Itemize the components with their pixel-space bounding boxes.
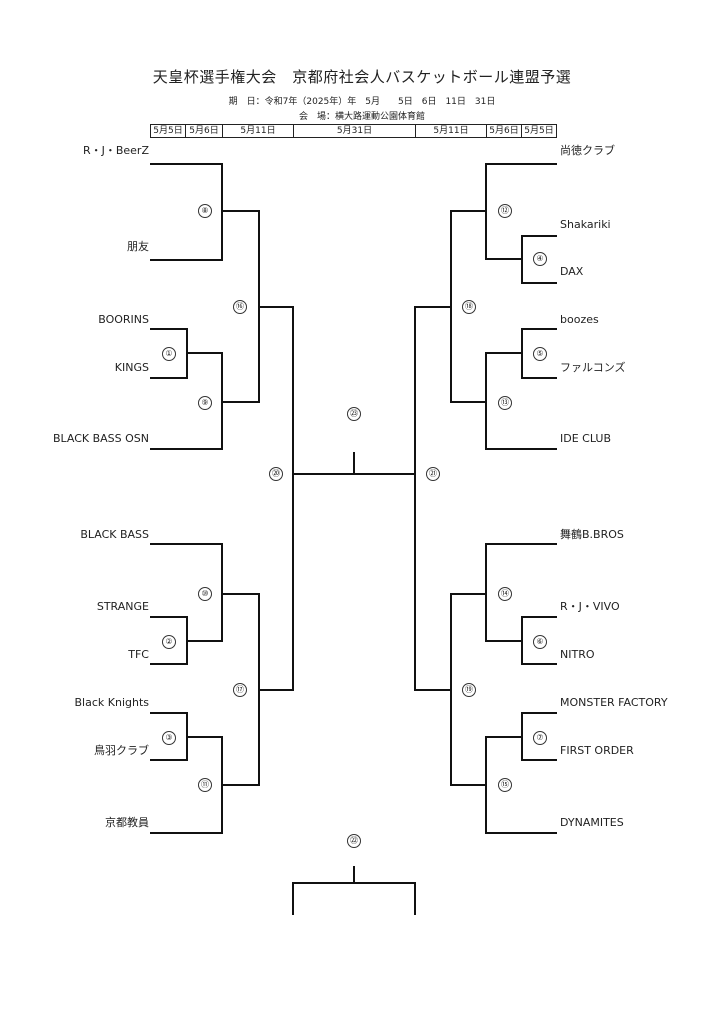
bracket-line (521, 259, 557, 284)
bracket-line (150, 737, 188, 761)
venue: 会 場：横大路運動公園体育館 (298, 112, 425, 122)
bracket-line (521, 737, 557, 761)
match-number: ⑥ (533, 635, 547, 649)
third-place-line (292, 882, 416, 915)
bracket-line (222, 690, 260, 786)
bracket-line (150, 163, 223, 211)
team-name: MONSTER FACTORY (560, 696, 668, 709)
bracket-line (485, 594, 522, 642)
match-number: ⑭ (498, 587, 512, 601)
team-name: IDE CLUB (560, 432, 612, 445)
team-name: R・J・VIVO (560, 600, 620, 613)
bracket-line (414, 474, 451, 691)
team-name: BOORINS (98, 313, 149, 326)
bracket-line (485, 785, 557, 834)
team-name: TFC (128, 648, 149, 661)
match-number: ⑮ (498, 778, 512, 792)
team-name: DYNAMITES (560, 816, 624, 829)
match-number: ⑨ (198, 396, 212, 410)
match-number: ③ (162, 731, 176, 745)
bracket-line (150, 211, 223, 261)
bracket-line (187, 736, 223, 785)
bracket-line (222, 593, 260, 690)
bracket-line (150, 402, 223, 450)
match-number: ⑩ (198, 587, 212, 601)
team-name: Black Knights (74, 696, 150, 709)
bracket-line (450, 690, 486, 786)
team-name: DAX (560, 265, 584, 278)
bracket-line (521, 353, 557, 379)
date-cell: 5月6日 (185, 124, 223, 138)
bracket-line (521, 235, 557, 259)
match-number: ⑱ (462, 300, 476, 314)
team-name: 京都教員 (105, 816, 149, 829)
bracket-line (150, 712, 188, 737)
bracket-line (259, 474, 294, 691)
bracket-line (485, 736, 522, 785)
bracket-line (150, 641, 188, 665)
bracket-line (259, 306, 294, 474)
schedule-dates: 期 日：令和7年（2025年）年 5月 5日 6日 11日 31日 (228, 97, 496, 107)
bracket-line (150, 616, 188, 641)
match-number: ② (162, 635, 176, 649)
bracket-line (150, 543, 223, 594)
team-name: boozes (560, 313, 599, 326)
match-number: ⑦ (533, 731, 547, 745)
bracket-line (521, 641, 557, 665)
bracket-line (485, 543, 557, 594)
team-name: STRANGE (96, 600, 149, 613)
bracket-line (521, 328, 557, 353)
match-number: ⑤ (533, 347, 547, 361)
bracket-line (450, 210, 486, 307)
bracket-line (150, 328, 188, 353)
team-name: Shakariki (560, 218, 611, 231)
bracket-line (450, 593, 486, 690)
team-name: 舞鶴B.BROS (560, 528, 624, 541)
bracket-line (150, 785, 223, 834)
bracket-line (187, 594, 223, 642)
bracket-line (222, 307, 260, 403)
team-name: NITRO (560, 648, 595, 661)
bracket-line (485, 211, 522, 260)
bracket-line (187, 352, 223, 402)
bracket-line (485, 402, 557, 450)
bracket-line (222, 210, 260, 307)
team-name: BLACK BASS OSN (52, 432, 149, 445)
match-number: ⑬ (498, 396, 512, 410)
bracket-line (521, 712, 557, 737)
match-number: ⑧ (198, 204, 212, 218)
team-name: BLACK BASS (80, 528, 149, 541)
match-number: ⑪ (198, 778, 212, 792)
match-number: ㉒ (347, 834, 361, 848)
team-name: ファルコンズ (560, 361, 626, 374)
page-title: 天皇杯選手権大会 京都府社会人バスケットボール連盟予選 (152, 68, 572, 86)
bracket-line (450, 307, 486, 403)
match-number: ⑲ (462, 683, 476, 697)
match-number: ⑫ (498, 204, 512, 218)
match-number: ㉓ (347, 407, 361, 421)
match-number: ⑯ (233, 300, 247, 314)
team-name: KINGS (114, 361, 149, 374)
bracket-line (485, 163, 557, 211)
bracket-line (150, 353, 188, 379)
bracket-line (485, 352, 522, 402)
match-number: ④ (533, 252, 547, 266)
match-number: ⑰ (233, 683, 247, 697)
team-name: 鳥羽クラブ (94, 744, 149, 757)
team-name: R・J・BeerZ (82, 144, 149, 157)
match-number: ㉑ (426, 467, 440, 481)
team-name: FIRST ORDER (560, 744, 634, 757)
bracket-line (521, 616, 557, 641)
bracket-line (414, 306, 451, 474)
date-cell: 5月5日 (521, 124, 557, 138)
match-number: ① (162, 347, 176, 361)
team-name: 尚徳クラブ (560, 144, 615, 157)
match-number: ⑳ (269, 467, 283, 481)
team-name: 朋友 (127, 240, 149, 253)
